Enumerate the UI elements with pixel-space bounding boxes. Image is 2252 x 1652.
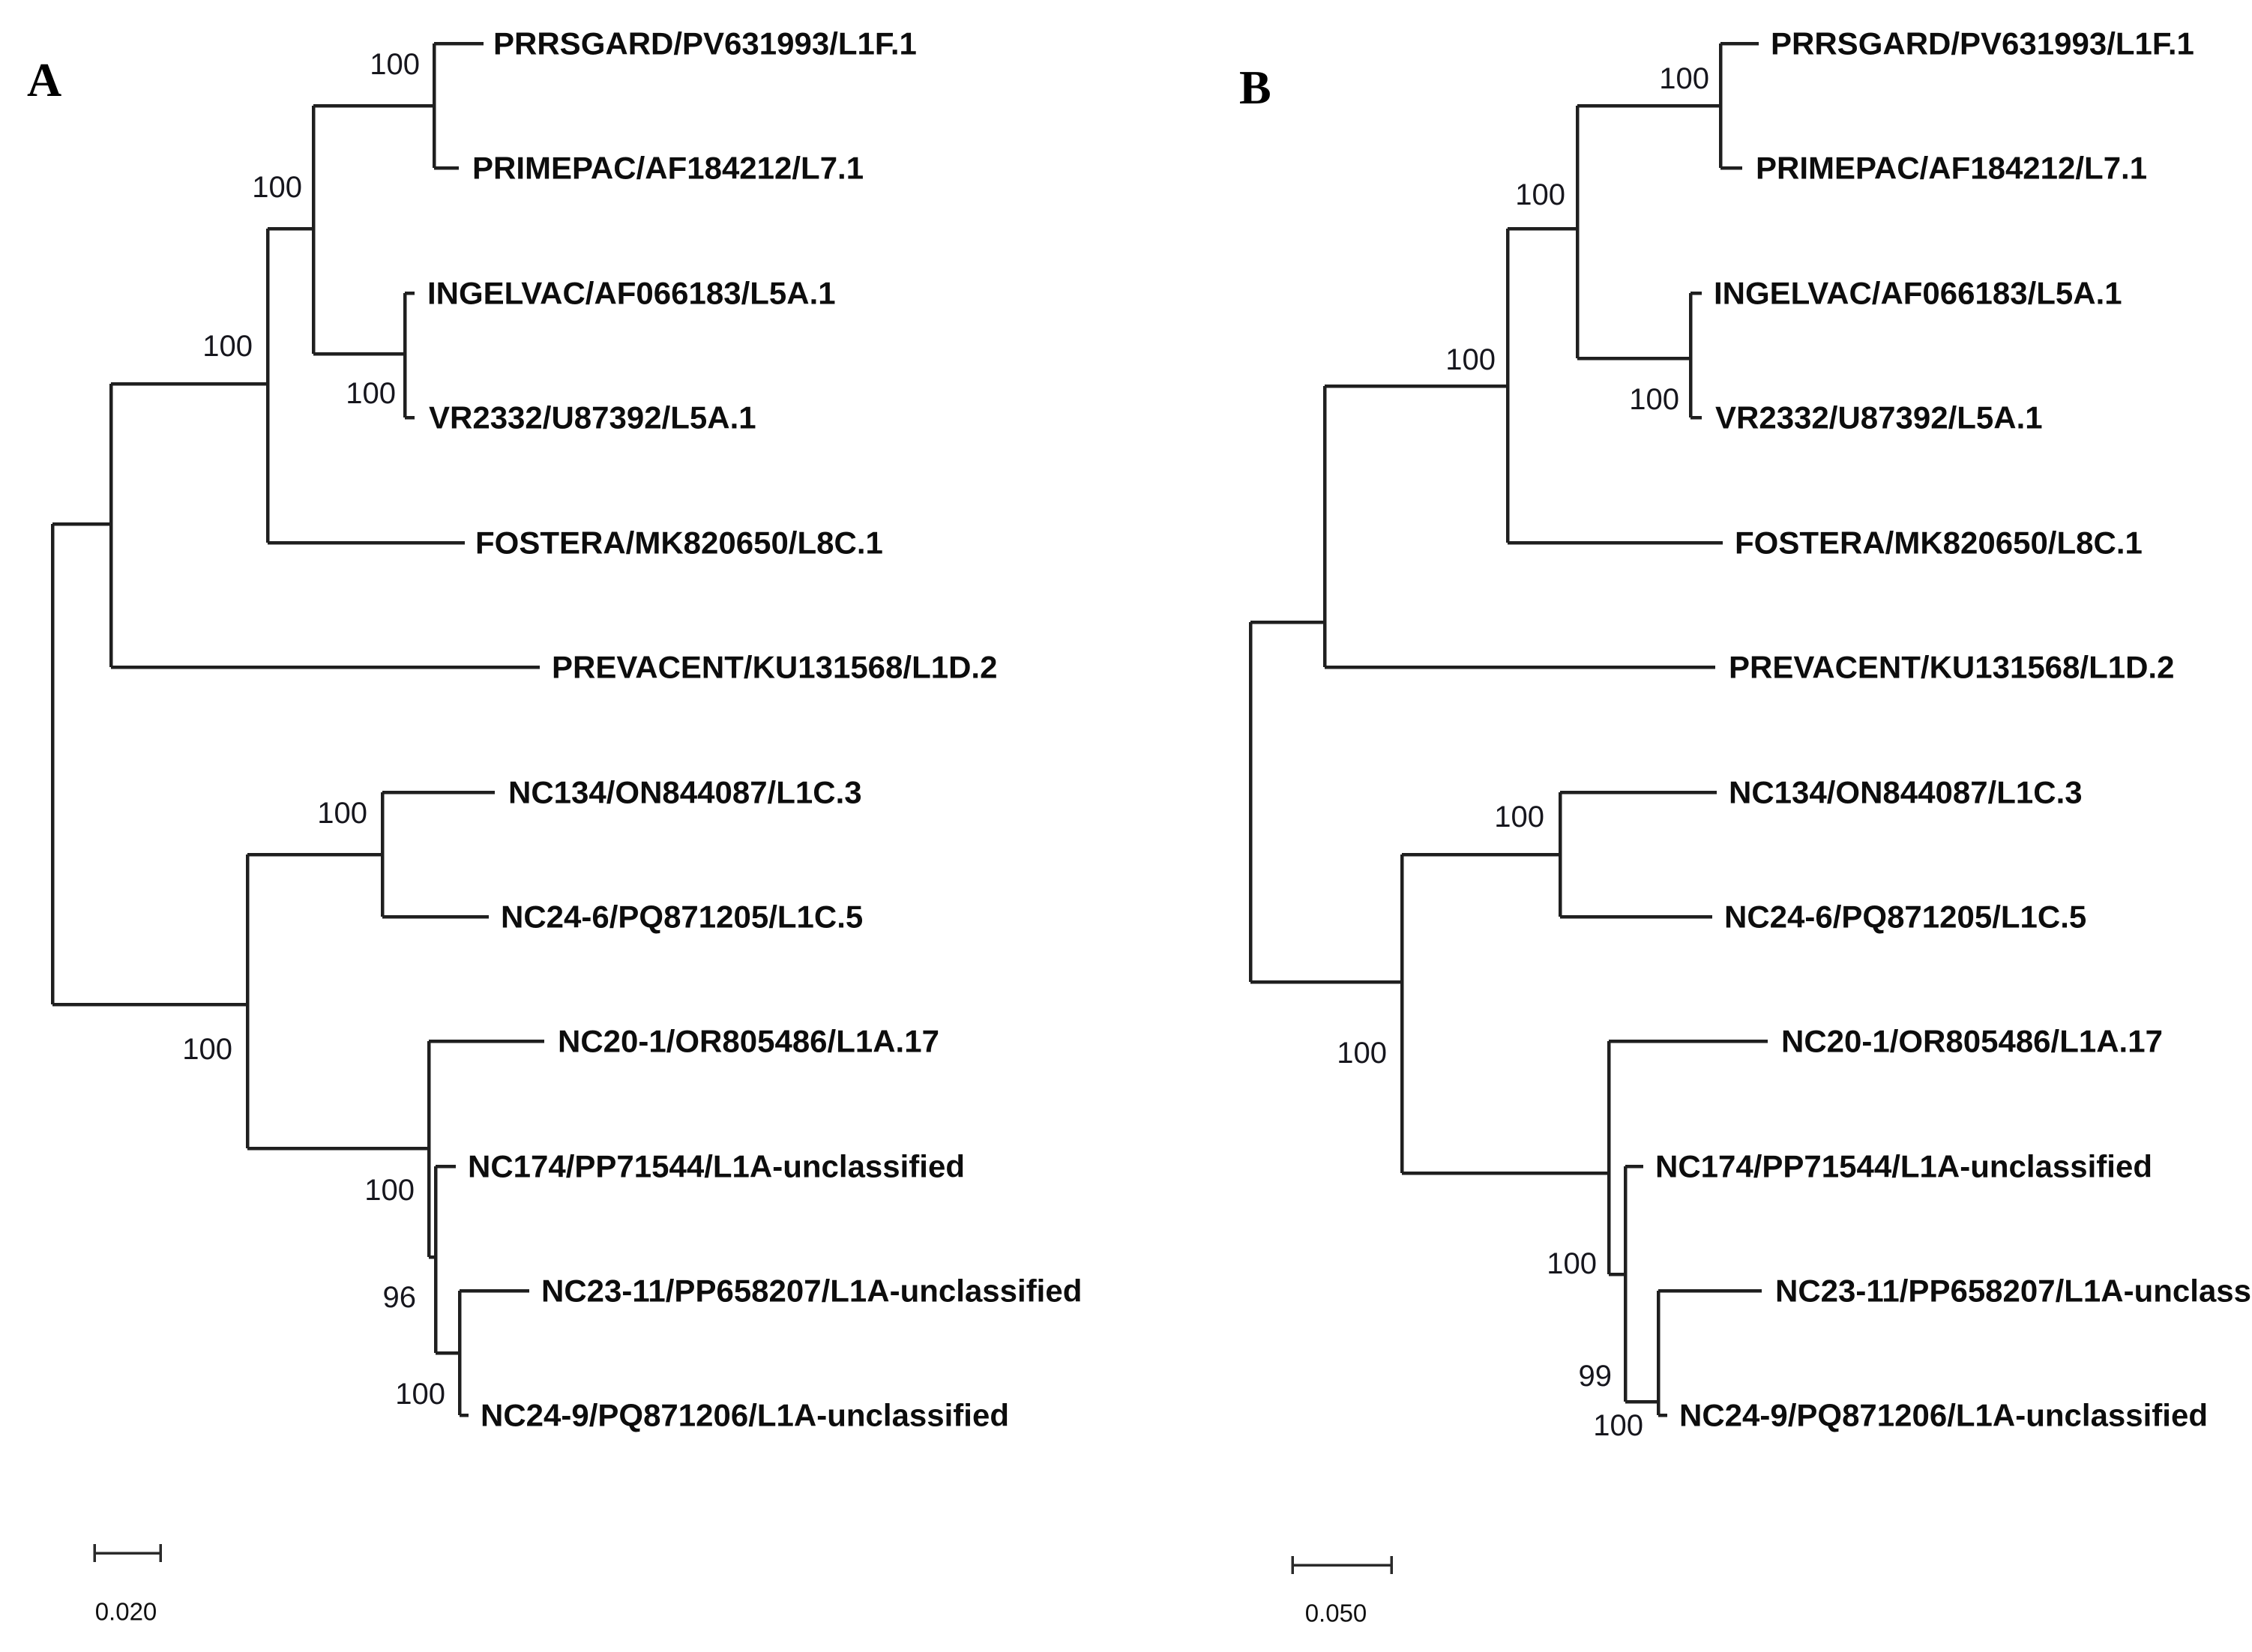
bootstrap-value: 100: [1629, 383, 1679, 416]
bootstrap-value: 100: [1515, 178, 1565, 211]
taxon-label: PRIMEPAC/AF184212/L7.1: [472, 151, 864, 186]
taxon-label: NC20-1/OR805486/L1A.17: [1781, 1024, 2163, 1059]
taxon-label: NC24-6/PQ871205/L1C.5: [501, 899, 863, 935]
bootstrap-value: 100: [202, 330, 253, 363]
panel-letter-A: A: [27, 53, 61, 106]
taxon-label: VR2332/U87392/L5A.1: [429, 400, 756, 435]
taxon-label: NC23-11/PP658207/L1A-unclassified: [1775, 1273, 2252, 1309]
scale-bar-label: 0.050: [1305, 1600, 1367, 1627]
taxon-label: NC23-11/PP658207/L1A-unclassified: [541, 1273, 1082, 1309]
bootstrap-value: 100: [364, 1174, 415, 1207]
bootstrap-value: 100: [346, 377, 396, 410]
taxon-label: NC20-1/OR805486/L1A.17: [558, 1024, 939, 1059]
bootstrap-value: 100: [1659, 62, 1709, 95]
taxon-label: NC24-9/PQ871206/L1A-unclassified: [1679, 1398, 2208, 1433]
taxon-label: PRRSGARD/PV631993/L1F.1: [493, 26, 917, 61]
taxon-label: INGELVAC/AF066183/L5A.1: [427, 276, 836, 311]
taxon-label: NC24-6/PQ871205/L1C.5: [1724, 899, 2086, 935]
taxon-label: FOSTERA/MK820650/L8C.1: [475, 525, 883, 561]
taxon-label: NC134/ON844087/L1C.3: [1729, 775, 2083, 810]
bootstrap-value: 100: [1494, 801, 1544, 833]
panel-letter-B: B: [1239, 61, 1271, 114]
taxon-label: PRRSGARD/PV631993/L1F.1: [1771, 26, 2194, 61]
bootstrap-value: 100: [370, 48, 420, 81]
bootstrap-value: 100: [252, 171, 302, 204]
bootstrap-value: 100: [1445, 343, 1496, 376]
taxon-label: NC174/PP71544/L1A-unclassified: [468, 1149, 965, 1184]
scale-bar-label: 0.020: [95, 1598, 157, 1626]
taxon-label: PREVACENT/KU131568/L1D.2: [552, 650, 997, 685]
bootstrap-value: 100: [1337, 1037, 1387, 1070]
taxon-label: NC24-9/PQ871206/L1A-unclassified: [481, 1398, 1009, 1433]
bootstrap-value: 100: [317, 797, 367, 830]
taxon-label: PREVACENT/KU131568/L1D.2: [1729, 650, 2174, 685]
taxon-label: FOSTERA/MK820650/L8C.1: [1735, 525, 2143, 561]
bootstrap-value: 100: [1547, 1247, 1597, 1280]
bootstrap-value: 100: [1593, 1409, 1643, 1442]
bootstrap-value: 99: [1579, 1360, 1613, 1393]
taxon-label: PRIMEPAC/AF184212/L7.1: [1756, 151, 2147, 186]
taxon-label: VR2332/U87392/L5A.1: [1715, 400, 2043, 435]
taxon-label: NC134/ON844087/L1C.3: [508, 775, 862, 810]
taxon-label: INGELVAC/AF066183/L5A.1: [1714, 276, 2122, 311]
bootstrap-value: 100: [182, 1033, 232, 1066]
bootstrap-value: 100: [395, 1378, 445, 1411]
taxon-label: NC174/PP71544/L1A-unclassified: [1655, 1149, 2152, 1184]
bootstrap-value: 96: [383, 1281, 417, 1314]
